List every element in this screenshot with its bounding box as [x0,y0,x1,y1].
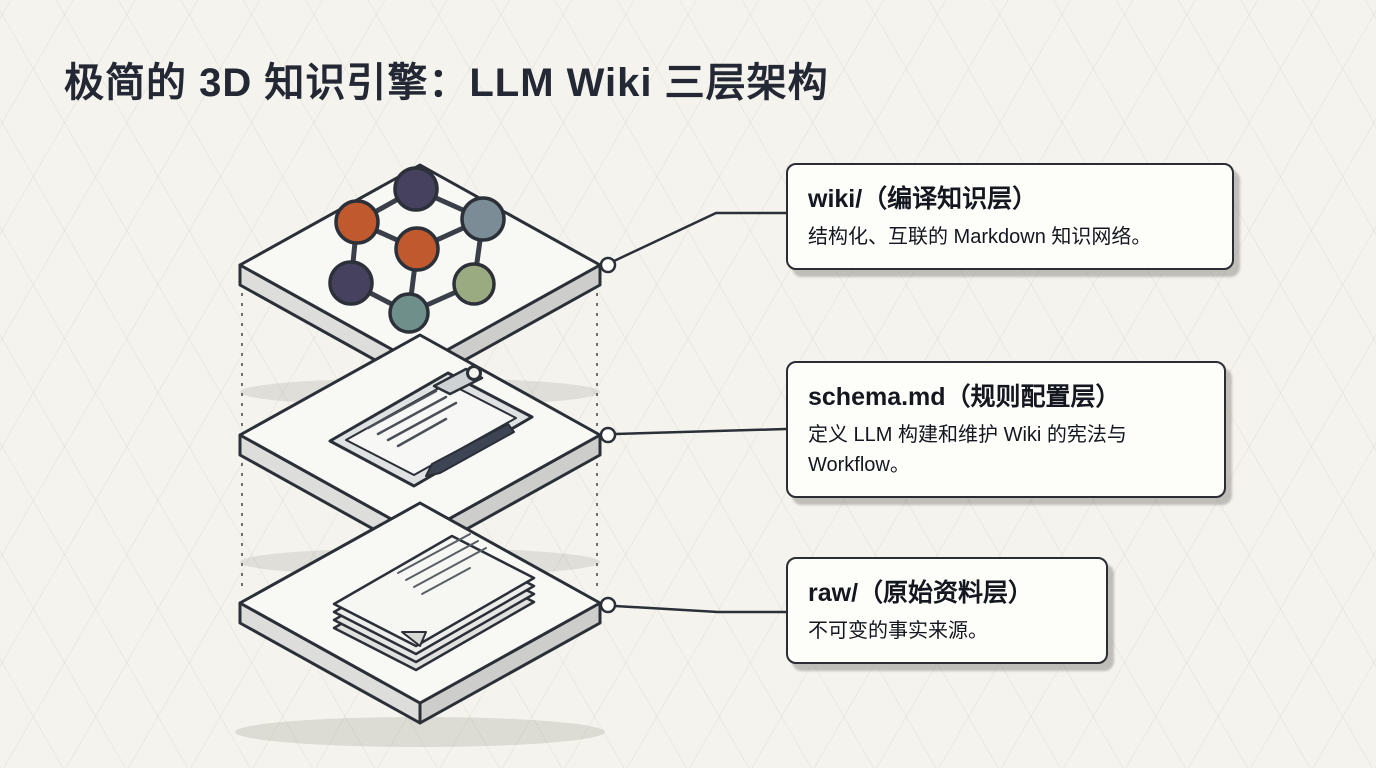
callout-dot-raw [599,596,617,614]
callout-wiki-description: 结构化、互联的 Markdown 知识网络。 [808,226,1152,248]
clipboard-icon [328,365,534,488]
callout-wiki-heading: wiki/（编译知识层） [808,185,1038,213]
callout-schema-layer: schema.md（规则配置层） 定义 LLM 构建和维护 Wiki 的宪法与 … [786,361,1226,498]
page-title: 极简的 3D 知识引擎：LLM Wiki 三层架构 [64,61,829,105]
knowledge-graph-icon [328,166,506,334]
callout-dot-schema [599,426,617,444]
documents-stack-icon [332,533,536,672]
platform-shadow [235,717,605,747]
connector-line-wiki [613,211,786,263]
callout-wiki-layer: wiki/（编译知识层） 结构化、互联的 Markdown 知识网络。 [786,163,1234,270]
callout-raw-description: 不可变的事实来源。 [808,620,988,642]
callout-raw-layer: raw/（原始资料层） 不可变的事实来源。 [786,557,1108,664]
callout-dot-wiki [599,256,617,274]
callout-schema-heading: schema.md（规则配置层） [808,383,1121,411]
connector-line-schema [614,427,787,436]
callout-raw-heading: raw/（原始资料层） [808,579,1034,607]
folded-corner [401,631,427,647]
callout-schema-description: 定义 LLM 构建和维护 Wiki 的宪法与 Workflow。 [808,424,1127,476]
pencil-icon [425,423,515,477]
connector-line-raw [614,604,786,614]
